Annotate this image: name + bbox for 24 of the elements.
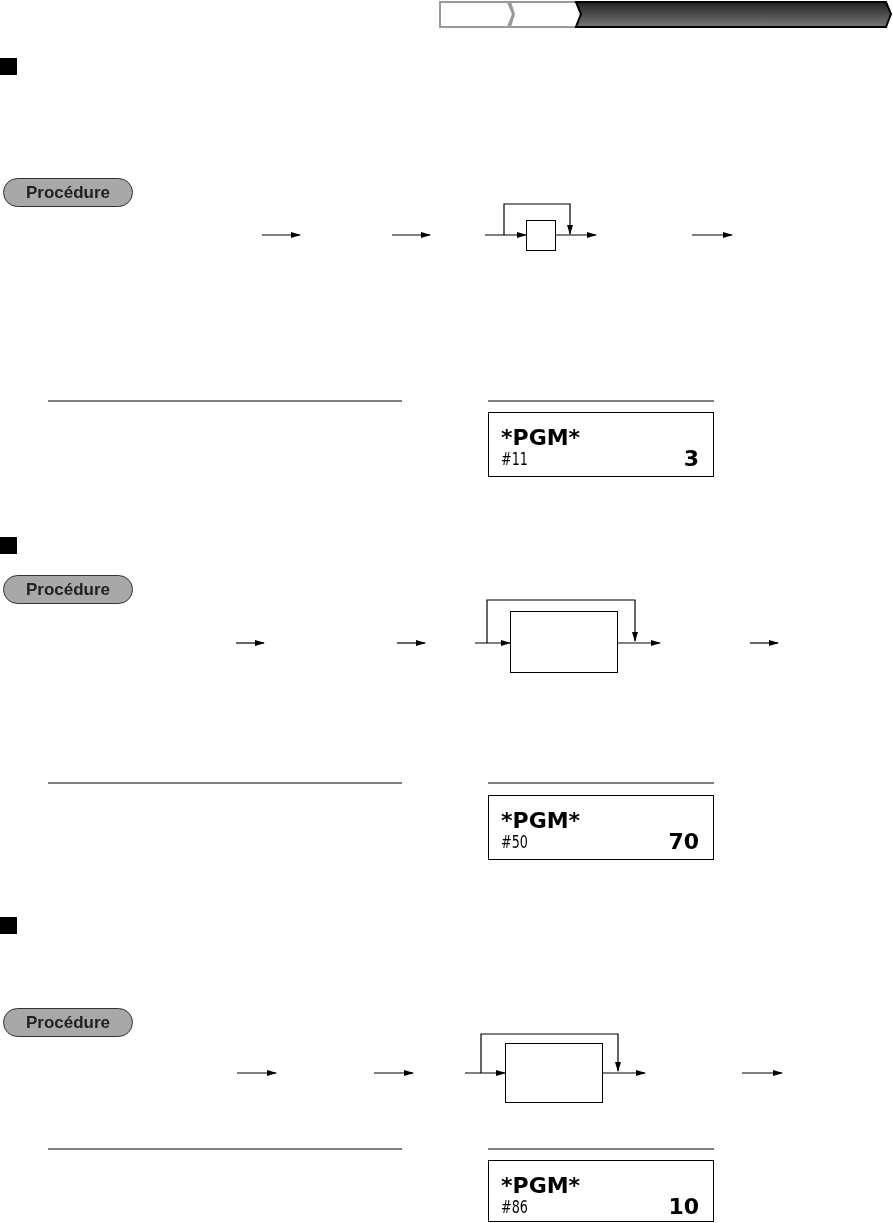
arrow: [464, 1070, 506, 1076]
display-text: 70: [668, 829, 699, 854]
display-text: #86: [501, 1197, 528, 1217]
arrow: [602, 1070, 646, 1076]
display-text: *PGM*: [501, 1173, 581, 1198]
display-panel: [488, 1160, 714, 1222]
arrow: [617, 640, 661, 646]
key-box: [505, 1043, 603, 1103]
display-text: *PGM*: [501, 808, 581, 833]
display-text: 3: [683, 446, 699, 471]
display-text: *PGM*: [501, 425, 581, 450]
procedure-badge: Procédure: [3, 575, 133, 604]
display-panel: [488, 412, 714, 477]
display-text: 10: [668, 1194, 699, 1219]
arrow: [474, 640, 511, 646]
arrow: [555, 232, 597, 238]
display-panel: [488, 795, 714, 860]
procedure-badge: Procédure: [3, 178, 133, 207]
key-box: [510, 611, 618, 673]
display-text: #50: [501, 832, 528, 852]
display-text: #11: [501, 449, 528, 469]
arrow: [484, 232, 527, 238]
procedure-badge: Procédure: [3, 1008, 133, 1037]
key-box: [526, 220, 556, 251]
